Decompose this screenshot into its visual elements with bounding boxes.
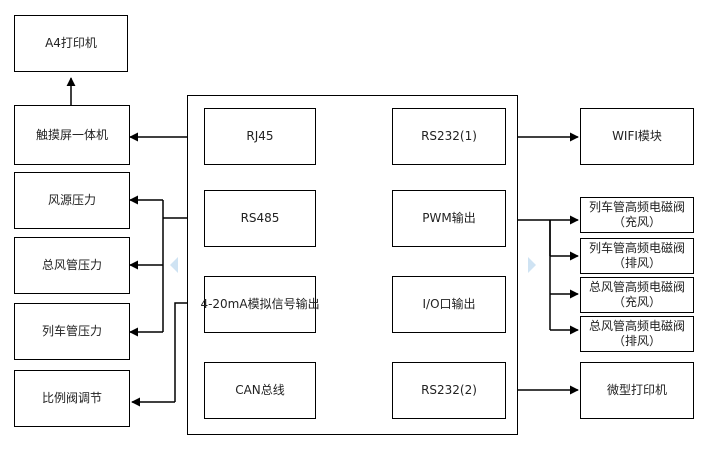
analog-out-label: 4-20mA模拟信号输出 (200, 297, 320, 311)
train-pipe-label: 列车管压力 (41, 324, 102, 338)
can-bus-label: CAN总线 (235, 383, 285, 397)
rs232-2-label: RS232(2) (421, 383, 477, 397)
io-out-label: I/O口输出 (422, 297, 476, 311)
valve-box: 列车管高频电磁阀 （排风） (580, 238, 694, 274)
micro-printer-box: 微型打印机 (580, 362, 694, 419)
main-pipe-label: 总风管压力 (41, 258, 102, 272)
valve-label-line1: 总风管高频电磁阀 (588, 280, 685, 294)
a4-printer-label: A4打印机 (45, 36, 97, 50)
valve-box: 列车管高频电磁阀 （充风） (580, 197, 694, 233)
touchscreen-box: 触摸屏一体机 (14, 105, 130, 165)
valve-label-line2: （排风） (612, 334, 661, 348)
pwm-out-label: PWM输出 (422, 211, 476, 225)
rs485-label: RS485 (240, 211, 280, 225)
next-page-icon[interactable] (528, 257, 536, 273)
proportional-valve-box: 比例阀调节 (14, 370, 130, 427)
wind-source-label: 风源压力 (47, 193, 96, 207)
wifi-module-box: WIFI模块 (580, 108, 694, 165)
valve-box: 总风管高频电磁阀 （排风） (580, 316, 694, 352)
rj45-label: RJ45 (246, 129, 274, 143)
rs232-1-box: RS232(1) (392, 108, 506, 165)
valve-label-line1: 总风管高频电磁阀 (588, 319, 685, 333)
valve-label-line2: （充风） (612, 215, 661, 229)
valve-label-line1: 列车管高频电磁阀 (588, 241, 685, 255)
proportional-valve-label: 比例阀调节 (41, 391, 102, 405)
analog-out-box: 4-20mA模拟信号输出 (200, 276, 320, 333)
wind-source-box: 风源压力 (14, 172, 130, 229)
valve-label-line1: 列车管高频电磁阀 (588, 200, 685, 214)
rs232-2-box: RS232(2) (392, 362, 506, 419)
micro-printer-label: 微型打印机 (606, 383, 667, 397)
valve-label-line2: （充风） (612, 295, 661, 309)
rs232-1-label: RS232(1) (421, 129, 477, 143)
train-pipe-box: 列车管压力 (14, 303, 130, 360)
valve-box: 总风管高频电磁阀 （充风） (580, 277, 694, 313)
prev-page-icon[interactable] (170, 257, 178, 273)
rj45-box: RJ45 (204, 108, 316, 165)
a4-printer-box: A4打印机 (14, 15, 128, 72)
touchscreen-label: 触摸屏一体机 (35, 127, 108, 142)
can-bus-box: CAN总线 (204, 362, 316, 419)
wifi-module-label: WIFI模块 (612, 129, 662, 143)
pwm-out-box: PWM输出 (392, 190, 506, 247)
valve-label-line2: （排风） (612, 256, 661, 270)
rs485-box: RS485 (204, 190, 316, 247)
io-out-box: I/O口输出 (392, 276, 506, 333)
main-pipe-box: 总风管压力 (14, 237, 130, 294)
